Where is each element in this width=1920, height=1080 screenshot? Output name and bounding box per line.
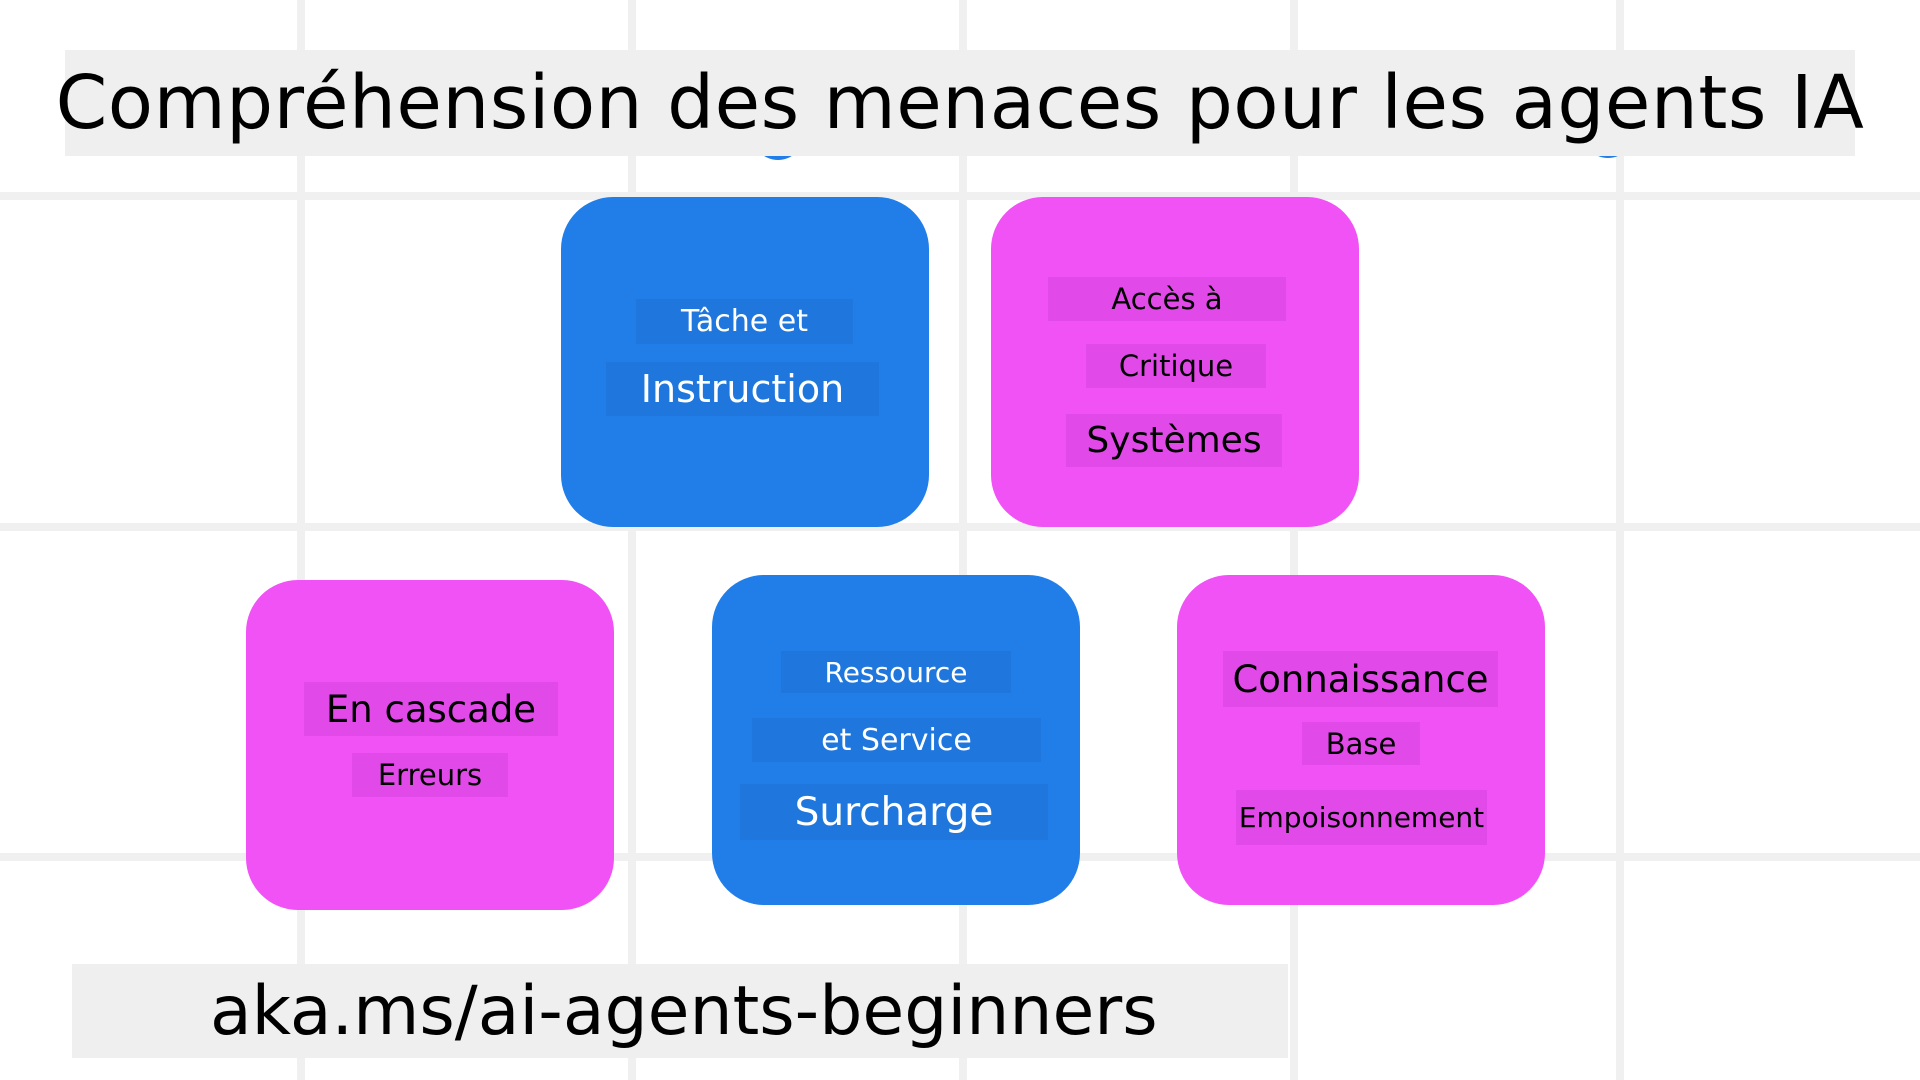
page-title: Compréhension des menaces pour les agent… xyxy=(56,50,1864,156)
card-label: Accès à xyxy=(1048,277,1286,321)
card-label: Instruction xyxy=(606,362,879,416)
card-label-text: Critique xyxy=(1118,349,1234,383)
card-label: Surcharge xyxy=(740,784,1048,840)
grid-line-horizontal xyxy=(0,523,1920,531)
card-label: Ressource xyxy=(781,651,1011,693)
card-label: Base xyxy=(1302,722,1420,765)
card-label: Connaissance xyxy=(1223,651,1498,707)
grid-line-vertical xyxy=(959,0,967,1080)
card-label-text: Empoisonnement xyxy=(1238,801,1485,834)
card-label-text: Tâche et xyxy=(681,304,808,339)
card-label: Empoisonnement xyxy=(1236,790,1487,845)
footer-link-band: aka.ms/ai-agents-beginners xyxy=(72,964,1288,1058)
card-label-text: Ressource xyxy=(824,655,968,689)
card-label-text: Connaissance xyxy=(1232,657,1489,701)
grid-line-horizontal xyxy=(0,192,1920,200)
card-label-text: Erreurs xyxy=(377,758,483,792)
card-label-text: Surcharge xyxy=(794,789,994,835)
card-label: Critique xyxy=(1086,344,1266,388)
grid-line-vertical xyxy=(1616,0,1624,1080)
threat-card-knowledge-poisoning: Connaissance Base Empoisonnement xyxy=(1177,575,1545,905)
grid-line-vertical xyxy=(297,0,305,1080)
card-label-text: Accès à xyxy=(1111,282,1223,316)
card-label: En cascade xyxy=(304,682,558,736)
card-label-text: En cascade xyxy=(325,687,537,731)
card-label: Systèmes xyxy=(1066,414,1282,467)
footer-link[interactable]: aka.ms/ai-agents-beginners xyxy=(210,971,1158,1051)
card-label-text: Base xyxy=(1325,726,1397,761)
grid-line-vertical xyxy=(628,0,636,1080)
threat-card-critical-systems: Accès à Critique Systèmes xyxy=(991,197,1359,527)
threat-card-task-instruction: Tâche et Instruction xyxy=(561,197,929,527)
card-label-text: Instruction xyxy=(640,367,845,411)
card-label: Erreurs xyxy=(352,753,508,797)
threat-card-cascading-errors: En cascade Erreurs xyxy=(246,580,614,910)
threat-card-resource-overload: Ressource et Service Surcharge xyxy=(712,575,1080,905)
grid-line-vertical xyxy=(1290,0,1298,1080)
card-label: Tâche et xyxy=(636,299,853,344)
card-label-text: Systèmes xyxy=(1086,420,1262,461)
page-title-text: Compréhension des menaces pour les agent… xyxy=(55,60,1865,146)
card-label-text: et Service xyxy=(821,722,972,758)
card-label: et Service xyxy=(752,718,1041,762)
